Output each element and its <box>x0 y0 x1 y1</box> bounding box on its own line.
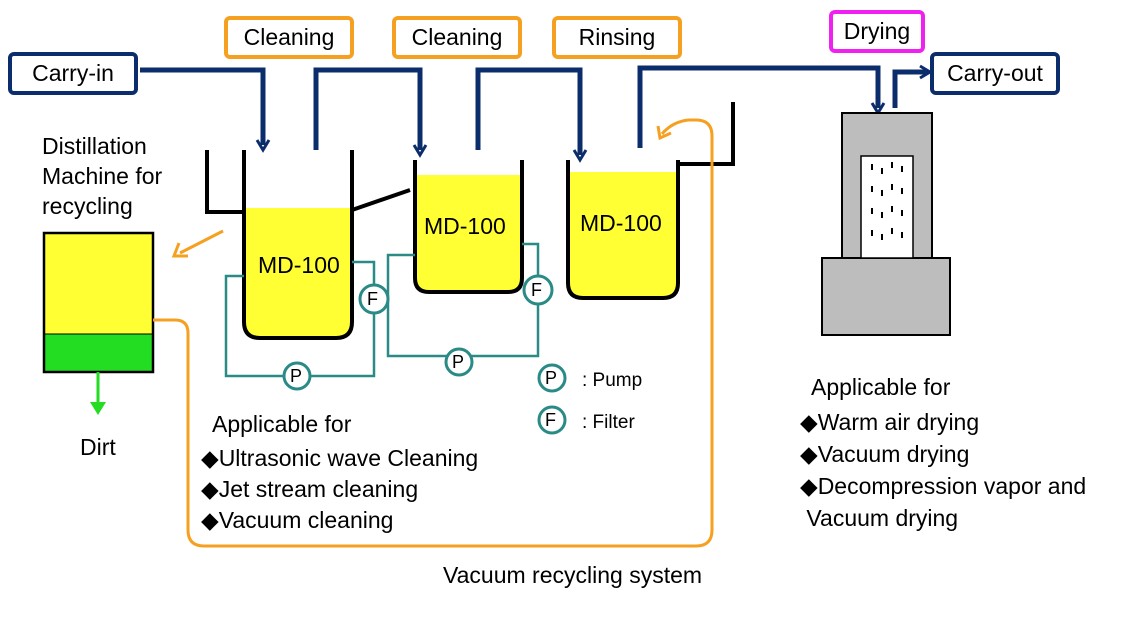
legend-filter-letter: F <box>545 410 556 430</box>
carry-out-box: Carry-out <box>930 52 1060 95</box>
drying-method-item: ◆Warm air drying <box>800 409 980 435</box>
dirt-arrow <box>90 372 106 415</box>
tank-2-label: MD-100 <box>424 213 506 239</box>
pump-letter-1: P <box>290 366 303 386</box>
recycling-system-label: Vacuum recycling system <box>443 562 703 588</box>
drying-method-item: ◆Vacuum drying <box>800 441 970 467</box>
recycling-loop <box>153 118 714 548</box>
filter-symbol-1 <box>358 283 390 315</box>
cleaning-method-item: ◆Ultrasonic wave Cleaning <box>201 445 479 471</box>
distillation-line-1: Distillation <box>42 133 147 159</box>
carry-out-arrow <box>892 69 928 108</box>
legend-pump-letter: P <box>545 368 558 388</box>
transfer-line-2 <box>475 67 583 155</box>
drying-methods-list: ◆Warm air drying ◆Vacuum drying ◆Decompr… <box>800 406 1086 534</box>
pump-symbol-1 <box>282 361 312 391</box>
distillation-line-3: recycling <box>42 193 133 219</box>
filtration-circuit-1 <box>224 260 376 378</box>
tank-3-label: MD-100 <box>580 210 662 236</box>
cleaning-applicable-heading: Applicable for <box>212 411 352 437</box>
carry-in-box: Carry-in <box>8 52 138 95</box>
cleaning-method-item: ◆Jet stream cleaning <box>201 476 419 502</box>
cleaning-method-item: ◆Vacuum cleaning <box>201 507 394 533</box>
rinsing-box: Rinsing <box>552 16 682 59</box>
tank-1 <box>242 150 354 340</box>
legend-filter-label: : Filter <box>582 412 635 433</box>
distillation-line-2: Machine for <box>42 163 163 189</box>
legend-filter-symbol <box>537 405 567 435</box>
pump-letter-2: P <box>452 352 465 372</box>
transport-lines <box>140 65 928 155</box>
tank-3 <box>566 160 680 300</box>
drying-method-item: ◆Decompression vapor and <box>800 473 1087 499</box>
distillation-label: Distillation Machine for recycling <box>42 131 162 221</box>
transfer-line-1 <box>313 67 423 150</box>
tank-2 <box>413 160 524 294</box>
filter-symbol-2 <box>522 274 554 306</box>
cleaning-box-1: Cleaning <box>224 16 354 59</box>
filter-letter-2: F <box>531 280 542 300</box>
drying-box: Drying <box>829 10 925 53</box>
cleaning-box-2: Cleaning <box>392 16 522 59</box>
pump-symbol-2 <box>444 347 474 377</box>
legend-pump-symbol <box>537 363 567 393</box>
carry-in-arrow <box>140 67 266 145</box>
cleaning-methods-list: ◆Ultrasonic wave Cleaning ◆Jet stream cl… <box>201 443 478 536</box>
transfer-line-3 <box>637 65 881 148</box>
dryer <box>821 112 951 336</box>
pump-filter-symbols <box>282 274 567 435</box>
distillation-machine <box>42 231 155 374</box>
filter-letter-1: F <box>367 289 378 309</box>
drying-method-item: Vacuum drying <box>800 505 959 531</box>
tank-1-label: MD-100 <box>258 252 340 278</box>
legend-pump-label: : Pump <box>582 370 643 391</box>
dirt-label: Dirt <box>80 434 116 460</box>
overflow-walls <box>205 102 735 214</box>
drying-applicable-heading: Applicable for <box>811 374 951 400</box>
